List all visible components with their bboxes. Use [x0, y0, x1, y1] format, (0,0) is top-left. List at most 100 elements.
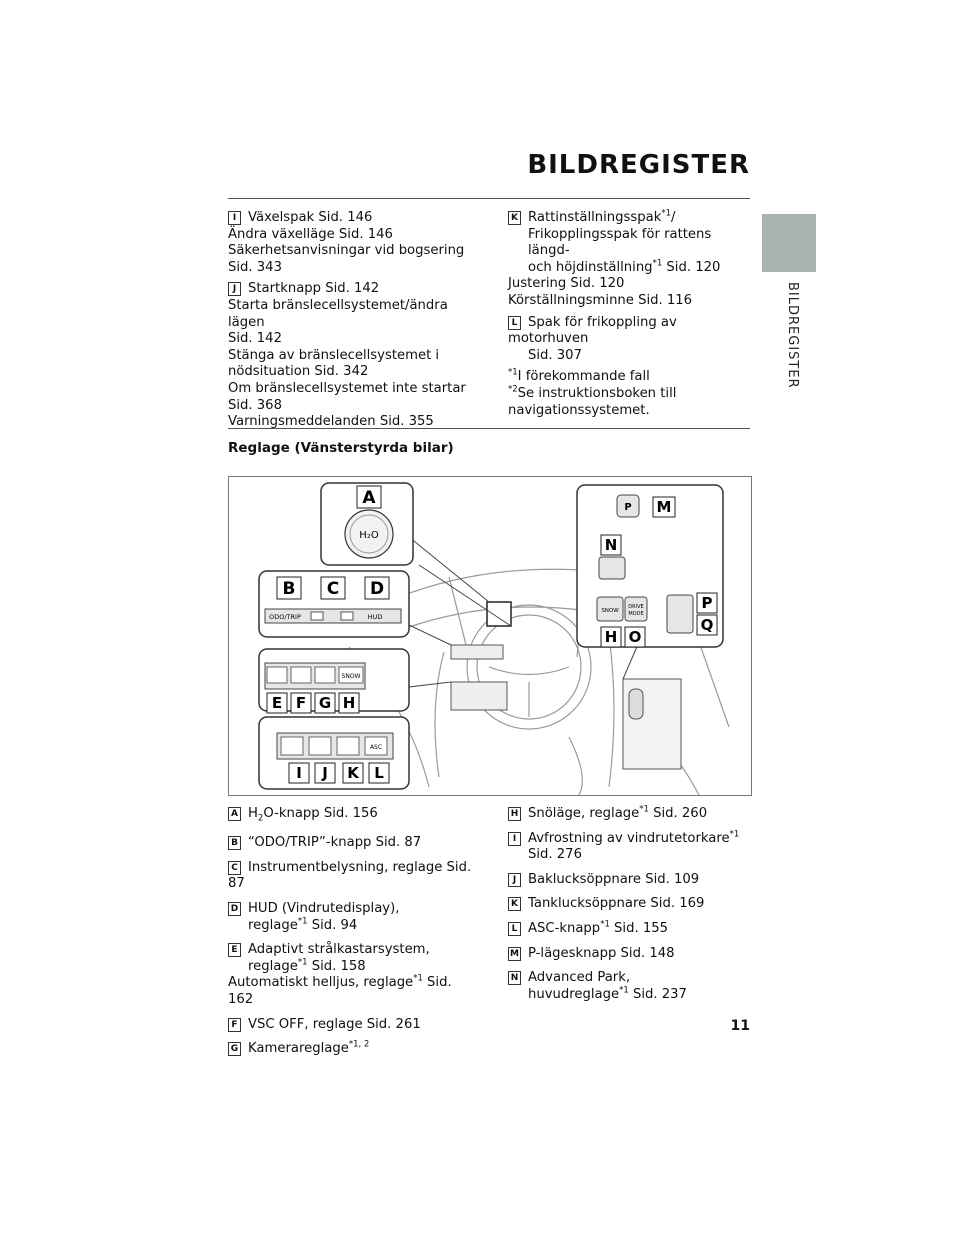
- entry-text: Adaptivt strålkastarsystem,: [248, 942, 430, 958]
- entry-l-bottom: L ASC-knapp*1 Sid. 155: [508, 919, 752, 938]
- letter-badge: K: [508, 897, 521, 912]
- label-q: Q: [701, 616, 714, 634]
- footnote-mark: *1: [297, 957, 308, 968]
- callout-line: [622, 641, 640, 680]
- snow-label: SNOW: [342, 673, 361, 680]
- callout-line: [408, 624, 452, 646]
- odo-switch-strip: [264, 608, 402, 624]
- entry-text: Tanklucksöppnare Sid. 169: [528, 896, 705, 912]
- label-o: O: [629, 628, 642, 646]
- label-i: I: [296, 764, 302, 782]
- entry-text: H: [248, 806, 258, 821]
- footnote-mark: *1: [652, 258, 663, 269]
- label-d: D: [370, 579, 384, 599]
- letter-badge: A: [228, 807, 241, 821]
- letter-badge: J: [228, 282, 241, 297]
- entry-text: Sid. 120: [662, 259, 721, 275]
- letter-badge: L: [508, 315, 521, 330]
- fuel-door-icon: [336, 736, 360, 756]
- page-number: 11: [730, 1018, 750, 1034]
- page-title: BILDREGISTER: [527, 150, 750, 180]
- label-b: B: [283, 579, 296, 599]
- letter-badge: H: [508, 807, 521, 821]
- letter-badge: E: [228, 943, 241, 958]
- footnote-mark: *1, 2: [348, 1039, 370, 1050]
- sub-entry: Stänga av bränslecellsystemet i: [228, 347, 440, 363]
- entry-text: Advanced Park,: [528, 970, 631, 986]
- snow-mode-button-icon: [596, 596, 624, 622]
- label-e-box: [266, 692, 288, 714]
- entry-text: reglage: [248, 958, 298, 974]
- label-g: G: [319, 694, 331, 712]
- sub-entry: Om bränslecellsystemet inte startar: [228, 380, 466, 396]
- label-n: N: [605, 536, 618, 554]
- entry-text: Sid. 94: [307, 917, 358, 933]
- h2o-button-label: H₂O: [359, 530, 379, 541]
- letter-badge: B: [228, 836, 241, 851]
- sub-entry: Säkerhetsanvisningar vid bogsering: [228, 243, 465, 259]
- footnote-mark: *1: [619, 985, 629, 996]
- label-d-box: [364, 576, 390, 600]
- cockpit-drawing: H₂O A B C D ODO/TRIP HUD SNOW E F G H: [258, 482, 730, 796]
- callout-line: [408, 681, 452, 688]
- sub-entry: Sid. 162: [228, 975, 452, 1007]
- footnote-text: navigationssystemet.: [508, 402, 650, 418]
- label-e: E: [272, 694, 282, 712]
- hud-label: HUD: [368, 613, 383, 621]
- header-rule: [228, 198, 750, 199]
- label-q-box: [696, 614, 718, 636]
- entry-text: ASC-knapp: [528, 920, 601, 936]
- entry-text: VSC OFF, reglage Sid. 261: [248, 1016, 421, 1032]
- switch-panel-location: [450, 681, 508, 711]
- label-h: H: [343, 694, 356, 712]
- chapter-side-label: BILDREGISTER: [785, 282, 800, 389]
- label-a: A: [362, 488, 376, 508]
- entry-text: Baklucksöppnare Sid. 109: [528, 871, 700, 887]
- footnote-mark: *1: [508, 367, 518, 378]
- snow-mode-label: SNOW: [601, 608, 619, 614]
- entry-text: Frikopplingsspak för rattens längd-: [528, 226, 712, 259]
- entry-text: Sid. 276: [528, 847, 582, 863]
- controls-illustration: H₂O A B C D ODO/TRIP HUD SNOW E F G H: [228, 476, 752, 796]
- entry-text: Sid. 307: [528, 347, 582, 363]
- entry-text: Snöläge, reglage: [528, 806, 640, 821]
- entry-text: “ODO/TRIP”-knapp Sid. 87: [248, 835, 422, 851]
- entry-text: huvudreglage: [528, 986, 620, 1002]
- sub-entry: Justering Sid. 120: [508, 276, 625, 292]
- asc-label: ASC: [370, 744, 382, 751]
- entry-text: Sid. 158: [307, 958, 366, 974]
- footnote-mark: *1: [639, 804, 649, 815]
- callout-line: [408, 536, 490, 603]
- footnote-mark: *1: [413, 974, 423, 984]
- label-j-box: [314, 762, 336, 784]
- label-c-box: [320, 576, 346, 600]
- sub-entry: Automatiskt helljus, reglage: [228, 975, 414, 991]
- label-k: K: [347, 764, 360, 782]
- footnote-mark: *1: [661, 208, 672, 219]
- footnote-mark: *1: [600, 919, 610, 930]
- vsc-switch-icon: [290, 666, 312, 684]
- footnote-mark: *2: [508, 384, 518, 395]
- letter-badge: L: [508, 921, 521, 936]
- entry-text: Startknapp Sid. 142: [248, 281, 380, 297]
- advanced-park-switch-icon: [598, 556, 626, 580]
- h2o-button-ring: [349, 514, 389, 554]
- sub-entry: Sid. 368: [228, 397, 282, 413]
- footnote-text: Se instruktionsboken till: [517, 385, 677, 401]
- label-a-box: [356, 485, 382, 509]
- entry-text: Sid. 260: [648, 806, 708, 821]
- entry-text: /: [671, 210, 676, 225]
- entry-text: Sid. 155: [609, 920, 669, 936]
- entry-text: Rattinställningsspak: [528, 210, 662, 225]
- dimmer-down-icon: [310, 611, 324, 621]
- letter-badge: M: [508, 946, 521, 961]
- drive-mode-button-icon: [624, 596, 648, 622]
- entry-m: M P-lägesknapp Sid. 148: [508, 946, 752, 963]
- subscript: 2: [257, 813, 264, 824]
- entry-text: P-lägesknapp Sid. 148: [528, 945, 675, 961]
- trunk-opener-icon: [308, 736, 332, 756]
- letter-badge: D: [228, 902, 241, 917]
